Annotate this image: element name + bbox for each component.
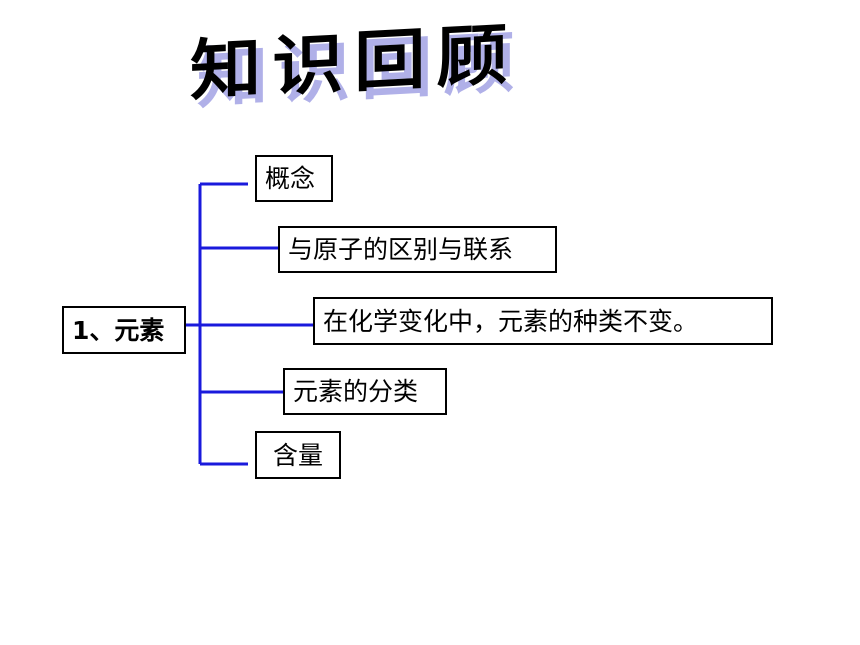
branch-label: 元素的分类 [293,377,419,406]
branch-node-abundance: 含量 [255,431,341,479]
branch-label: 在化学变化中，元素的种类不变。 [323,306,699,336]
branch-label: 与原子的区别与联系 [288,235,514,264]
branch-node-concept: 概念 [255,155,333,202]
branch-label: 概念 [265,164,316,193]
branch-node-conservation: 在化学变化中，元素的种类不变。 [313,297,773,345]
root-node: 1、元素 [62,306,186,354]
root-label: 1、元素 [72,315,165,345]
branch-node-atom-relation: 与原子的区别与联系 [278,226,557,273]
branch-node-classification: 元素的分类 [283,368,447,415]
branch-label: 含量 [265,440,323,470]
